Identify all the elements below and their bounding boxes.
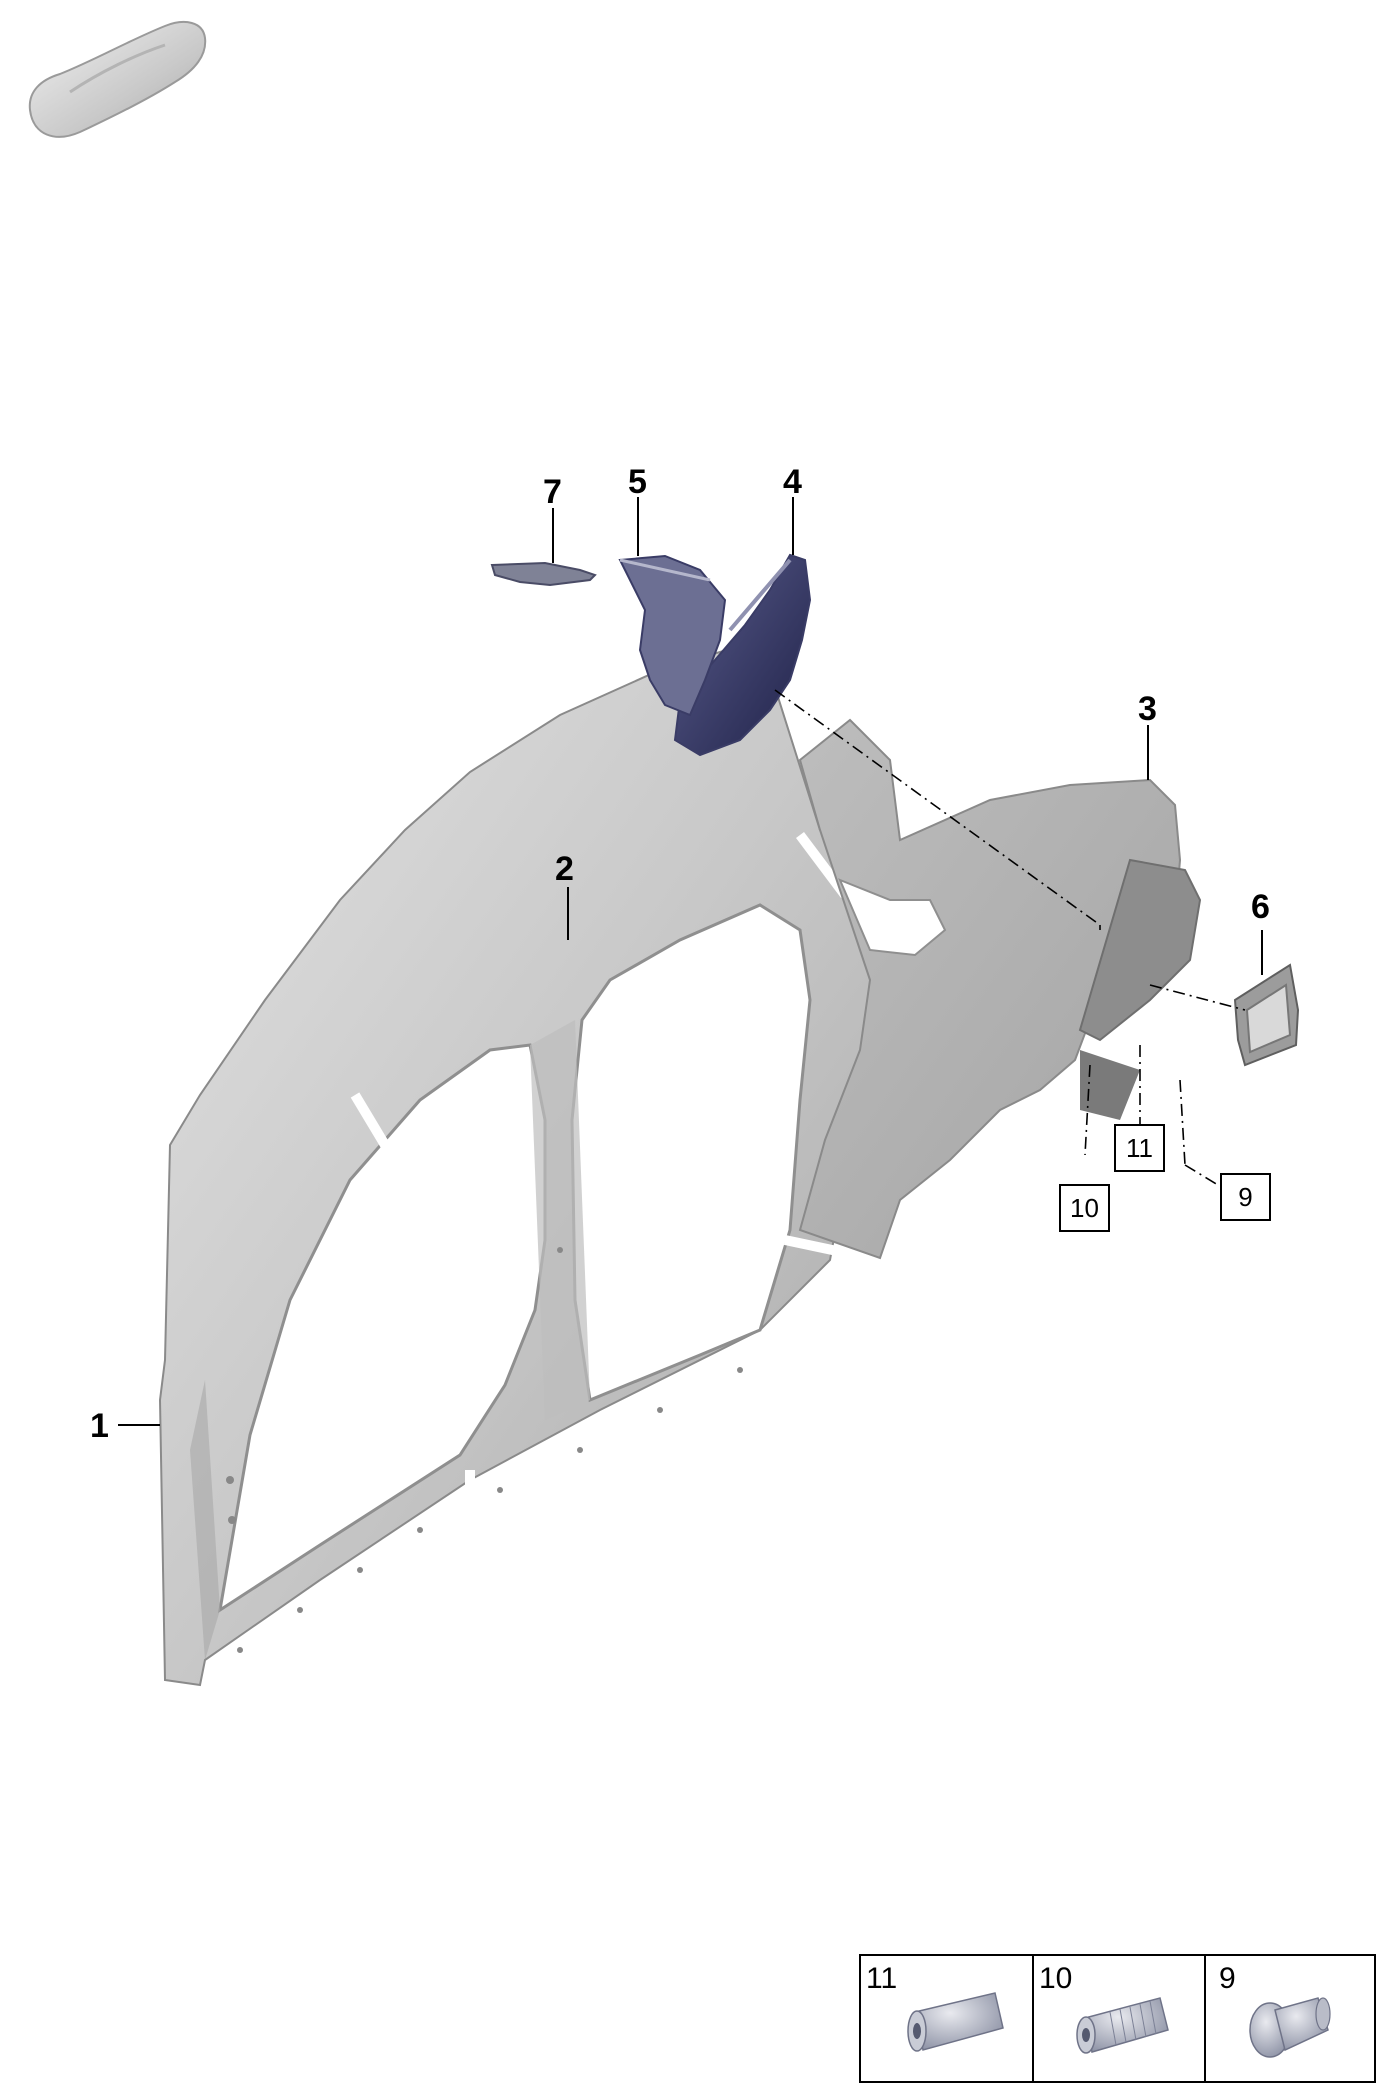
boxed-callout-10-label: 10 — [1070, 1193, 1099, 1223]
fastener-legend: 11 10 9 — [859, 1954, 1376, 2083]
leader-lines — [118, 497, 1263, 1426]
callout-3: 3 — [1138, 690, 1157, 728]
callout-labels: 1 2 3 4 5 6 7 — [90, 463, 1270, 1445]
callout-7: 7 — [543, 473, 562, 511]
side-body-frame — [158, 638, 882, 1687]
fuel-flap-housing — [1233, 963, 1300, 1067]
callout-5: 5 — [628, 463, 647, 501]
boxed-callout-11: 11 — [1114, 1124, 1165, 1172]
boxed-callout-11-label: 11 — [1126, 1133, 1153, 1163]
knurled-rivet-nut-icon — [1076, 1997, 1169, 2054]
quarter-panel — [798, 718, 1202, 1260]
rivet-nut-icon — [907, 1992, 1004, 2052]
legend-number-11: 11 — [866, 1962, 897, 1995]
legend-number-9: 9 — [1219, 1962, 1236, 1995]
dash-dot-leaders — [774, 689, 1246, 1186]
flange-nut-icon — [1249, 1997, 1331, 2058]
callout-4: 4 — [783, 463, 802, 501]
callout-6: 6 — [1251, 888, 1270, 926]
wheel-arch-inner-panel — [618, 554, 727, 717]
legend-number-10: 10 — [1039, 1962, 1072, 1995]
boxed-callout-9: 9 — [1220, 1173, 1271, 1221]
callout-1: 1 — [90, 1407, 109, 1445]
bracket — [490, 561, 597, 587]
car-thumbnail — [28, 21, 207, 138]
rear-pillar-inner-panel — [673, 553, 812, 757]
boxed-callout-9-label: 9 — [1238, 1182, 1252, 1212]
boxed-callout-10: 10 — [1059, 1184, 1110, 1232]
callout-2: 2 — [555, 850, 574, 888]
